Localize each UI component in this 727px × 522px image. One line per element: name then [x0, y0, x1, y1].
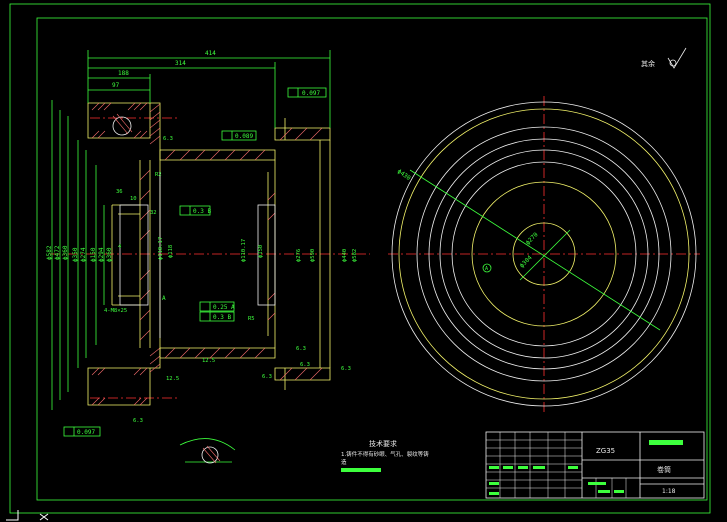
rough-6-3-a: 6.3: [133, 418, 143, 424]
svg-text:0.25 A: 0.25 A: [213, 304, 235, 311]
dim-10: 10: [130, 196, 137, 202]
gdt-lower-2: 0.3 B: [199, 311, 235, 322]
gdt-lower-1: 0.25 A: [199, 301, 235, 312]
right-flange: [274, 118, 331, 390]
tech-req-line2: 造: [341, 458, 347, 466]
svg-text:0.097: 0.097: [302, 90, 320, 97]
dim-97: 97: [112, 82, 120, 89]
tech-req-bar: [341, 468, 381, 472]
dim-d150b: ϕ150: [258, 245, 264, 258]
rough-12-5-a: 12.5: [202, 358, 215, 364]
tech-req-line1: 1.铸件不得有砂眼、气孔、裂纹等铸: [341, 450, 429, 458]
dim-d350: ϕ350: [72, 247, 79, 262]
gdt-top-right: 0.097: [287, 87, 327, 98]
svg-text:0.089: 0.089: [235, 133, 253, 140]
svg-text:0.3 B: 0.3 B: [213, 314, 231, 321]
dim-d276: ϕ276: [296, 249, 302, 262]
dim-188: 188: [118, 70, 129, 77]
material-label: ZG35: [596, 447, 615, 455]
title-block: ZG35 卷筒 1:18: [485, 431, 705, 499]
inner-dimension-labels: 36 10 32 4 4-M8×25 ϕ110.17 ϕ118 ϕ110.17 …: [104, 136, 358, 424]
dim-36: 36: [116, 189, 123, 195]
dim-d294: ϕ294: [98, 247, 105, 262]
dim-d150: ϕ150: [90, 247, 97, 262]
dim-d118: ϕ118: [168, 245, 174, 258]
end-dim-d304: ϕ304: [518, 254, 533, 269]
rough-6-3-c: 6.3: [296, 346, 306, 352]
roughness-symbol-icon: [667, 47, 687, 69]
dim-314: 314: [175, 60, 186, 67]
dim-4: 4: [118, 244, 122, 250]
detail-view: [179, 438, 236, 464]
scale-label: 1:18: [662, 488, 676, 495]
dim-d472: ϕ472: [54, 245, 61, 260]
dim-d440: ϕ440: [342, 249, 348, 262]
ucs-icon: [6, 510, 49, 521]
gdt-top-mid: 0.089: [221, 130, 257, 141]
rough-6-3-f: 6.3: [262, 374, 272, 380]
title-block-bar: [649, 440, 683, 445]
dim-r5: R5: [248, 316, 255, 322]
end-dim-d430: ϕ430: [396, 168, 412, 182]
dim-d110-17a: ϕ110.17: [158, 237, 164, 260]
datum-a-label: A: [162, 295, 166, 302]
drum-shell: [111, 149, 276, 359]
rough-12-5-b: 12.5: [166, 376, 179, 382]
dim-d360: ϕ360: [62, 245, 69, 260]
rough-6-3-d: 6.3: [300, 362, 310, 368]
left-dimension-lines: [51, 100, 105, 410]
end-dim-d270: ϕ270: [524, 231, 539, 246]
end-view: ϕ430 ϕ270 ϕ304 A: [388, 96, 700, 412]
svg-text:0.097: 0.097: [77, 429, 95, 436]
dim-d360b: ϕ360: [106, 247, 113, 262]
part-name-label: 卷筒: [657, 465, 671, 474]
tech-req-title: 技术要求: [369, 439, 397, 448]
circle-bore: [512, 222, 576, 286]
circle-outer: [391, 101, 697, 407]
gdt-bottom-left: 0.097: [63, 426, 101, 437]
gdt-mid: 0.3 B: [179, 205, 211, 216]
dim-32: 32: [150, 210, 157, 216]
left-diameter-labels: ϕ582 ϕ472 ϕ360 ϕ350 ϕ274 ϕ150 ϕ294 ϕ360: [46, 245, 113, 262]
dim-d590: ϕ590: [310, 249, 316, 262]
dim-d110-17b: ϕ110.17: [241, 239, 247, 262]
dim-d582b: ϕ582: [352, 249, 358, 262]
roughness-note: 其余: [641, 47, 687, 69]
roughness-note-text: 其余: [641, 59, 655, 68]
svg-text:0.3 B: 0.3 B: [193, 208, 211, 215]
dim-m8x25: 4-M8×25: [104, 308, 127, 314]
tech-requirements: 技术要求 1.铸件不得有砂眼、气孔、裂纹等铸 造: [341, 439, 429, 472]
section-view: 414 314 188 97 ϕ582 ϕ472 ϕ360 ϕ350 ϕ274 …: [46, 50, 370, 464]
rough-6-3-e: 6.3: [341, 366, 351, 372]
dim-414: 414: [205, 50, 216, 57]
top-dimensions: [87, 50, 331, 128]
dim-d274: ϕ274: [80, 247, 87, 262]
drawing-frame: [9, 3, 711, 514]
end-datum-a: A: [485, 266, 488, 272]
dim-r2: R2: [155, 172, 162, 178]
dim-d582: ϕ582: [46, 245, 53, 260]
rough-6-3-b: 6.3: [163, 136, 173, 142]
